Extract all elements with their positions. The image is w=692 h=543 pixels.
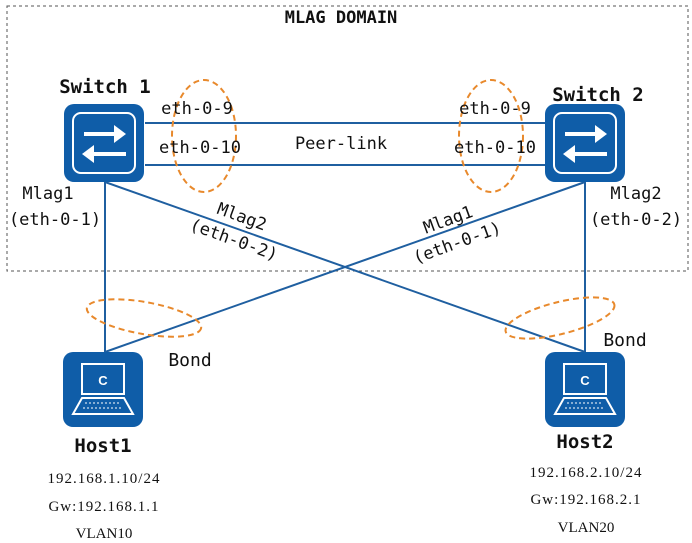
mlag-domain-title: MLAG DOMAIN — [285, 8, 398, 28]
host2-bond-label: Bond — [603, 330, 646, 351]
laptop-icon[interactable]: C — [63, 352, 143, 427]
laptop-icon[interactable]: C — [545, 352, 625, 427]
bond-ellipse-host1 — [85, 298, 203, 338]
sw1-port-b-label: eth-0-10 — [159, 138, 241, 158]
host1-gateway: Gw:192.168.1.1 — [48, 499, 159, 515]
host2-icon-letter: C — [580, 373, 590, 388]
host2-vlan: VLAN20 — [558, 520, 615, 536]
port-group-ellipse-sw2 — [458, 79, 524, 193]
sw1-mlag1-name: Mlag1 — [22, 184, 73, 204]
host2-label: Host2 — [556, 431, 613, 453]
host2-ip: 192.168.2.10/24 — [530, 465, 643, 481]
sw1-port-a-label: eth-0-9 — [161, 99, 233, 119]
host1-vlan: VLAN10 — [76, 526, 133, 542]
switch-arrows-icon[interactable] — [545, 104, 625, 182]
peer-link-label: Peer-link — [295, 134, 387, 154]
host1-label: Host1 — [74, 435, 131, 457]
sw2-mlag2-name: Mlag2 — [610, 184, 661, 204]
host1-icon-letter: C — [98, 373, 108, 388]
mlag-domain-box — [6, 5, 689, 272]
port-group-ellipse-sw1 — [171, 79, 237, 193]
sw2-port-b-label: eth-0-10 — [454, 138, 536, 158]
switch-arrows-icon[interactable] — [64, 104, 144, 182]
bond-ellipse-host2 — [504, 296, 616, 340]
switch1-label: Switch 1 — [59, 76, 151, 98]
sw2-mlag2-port: (eth-0-2) — [590, 210, 682, 230]
host1-bond-label: Bond — [168, 350, 211, 371]
host1-ip: 192.168.1.10/24 — [48, 471, 161, 487]
host2-gateway: Gw:192.168.2.1 — [530, 492, 641, 508]
switch2-label: Switch 2 — [552, 84, 644, 106]
sw2-port-a-label: eth-0-9 — [459, 99, 531, 119]
link-sw2-host1 — [104, 181, 586, 353]
sw1-mlag1-port: (eth-0-1) — [9, 210, 101, 230]
